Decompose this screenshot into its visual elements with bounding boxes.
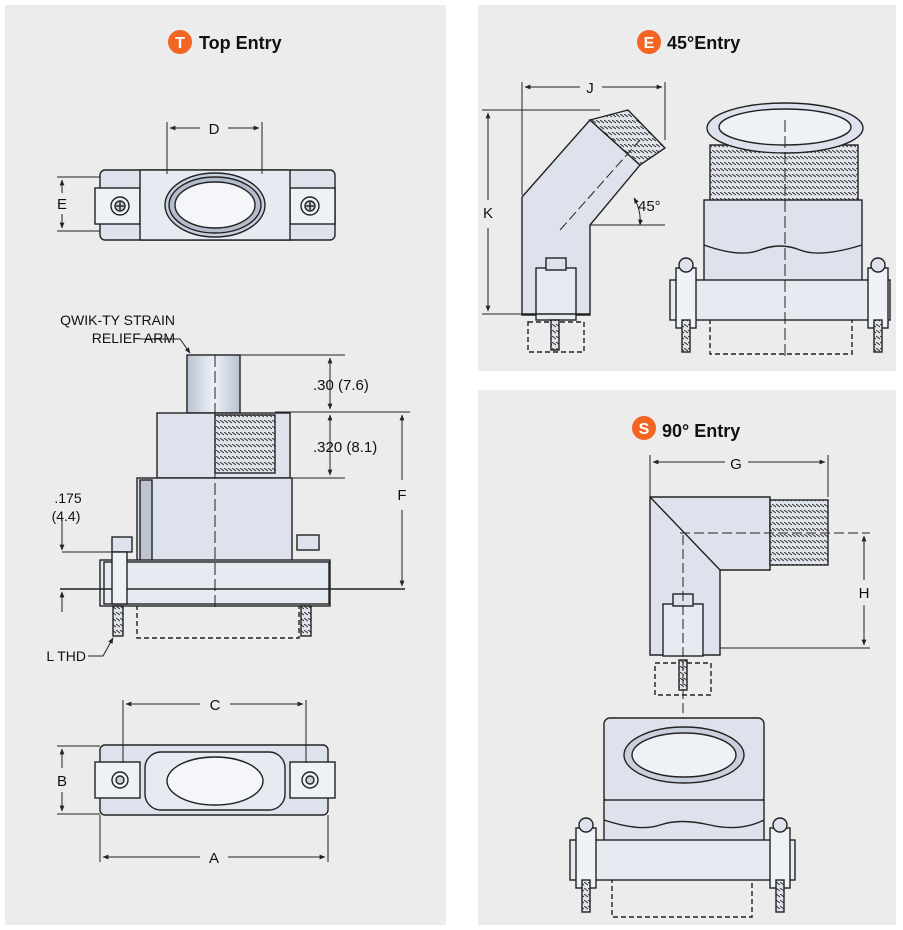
label-C: C xyxy=(210,697,221,714)
label-arm-2: RELIEF ARM xyxy=(92,330,175,346)
badge-icon xyxy=(632,416,656,440)
entry-45-title: E 45°Entry xyxy=(637,30,740,54)
label-45: 45° xyxy=(638,198,661,215)
label-320: .320 (8.1) xyxy=(313,439,377,456)
top-entry-title-text: Top Entry xyxy=(199,33,282,53)
dim-C-B-A xyxy=(57,700,329,862)
label-A: A xyxy=(209,850,219,867)
label-K: K xyxy=(483,205,493,222)
elbow-45-drawing xyxy=(521,109,667,353)
entry-45-badge: E xyxy=(644,35,655,52)
label-175a: .175 xyxy=(54,490,81,506)
label-175b: (4.4) xyxy=(52,508,81,524)
label-E: E xyxy=(57,196,67,213)
label-J: J xyxy=(586,80,594,97)
top-view-upper xyxy=(94,169,336,241)
label-D: D xyxy=(209,121,220,138)
top-entry-title: T Top Entry xyxy=(168,30,282,54)
entry-90-badge: S xyxy=(639,421,650,438)
label-F: F xyxy=(397,487,406,504)
dim-D xyxy=(166,122,263,174)
dim-arm xyxy=(59,338,410,657)
top-entry-badge: T xyxy=(175,35,185,52)
label-H: H xyxy=(859,585,870,602)
body-45-side xyxy=(669,102,891,360)
label-B: B xyxy=(57,773,67,790)
badge-icon xyxy=(637,30,661,54)
elbow-90-drawing xyxy=(649,496,829,696)
dim-E xyxy=(57,176,100,232)
label-030: .30 (7.6) xyxy=(313,377,369,394)
entry-90-title: S 90° Entry xyxy=(632,416,740,441)
top-view-lower xyxy=(94,744,336,816)
label-G: G xyxy=(730,456,742,473)
entry-90-title-text: 90° Entry xyxy=(662,421,740,441)
label-arm-1: QWIK-TY STRAIN xyxy=(60,312,175,328)
body-90-side xyxy=(569,717,796,918)
dim-G-H xyxy=(649,455,870,850)
entry-45-title-text: 45°Entry xyxy=(667,33,740,53)
badge-icon xyxy=(168,30,192,54)
dim-J-K-45 xyxy=(482,82,666,315)
label-L: L THD xyxy=(46,648,86,664)
side-view xyxy=(60,354,405,639)
